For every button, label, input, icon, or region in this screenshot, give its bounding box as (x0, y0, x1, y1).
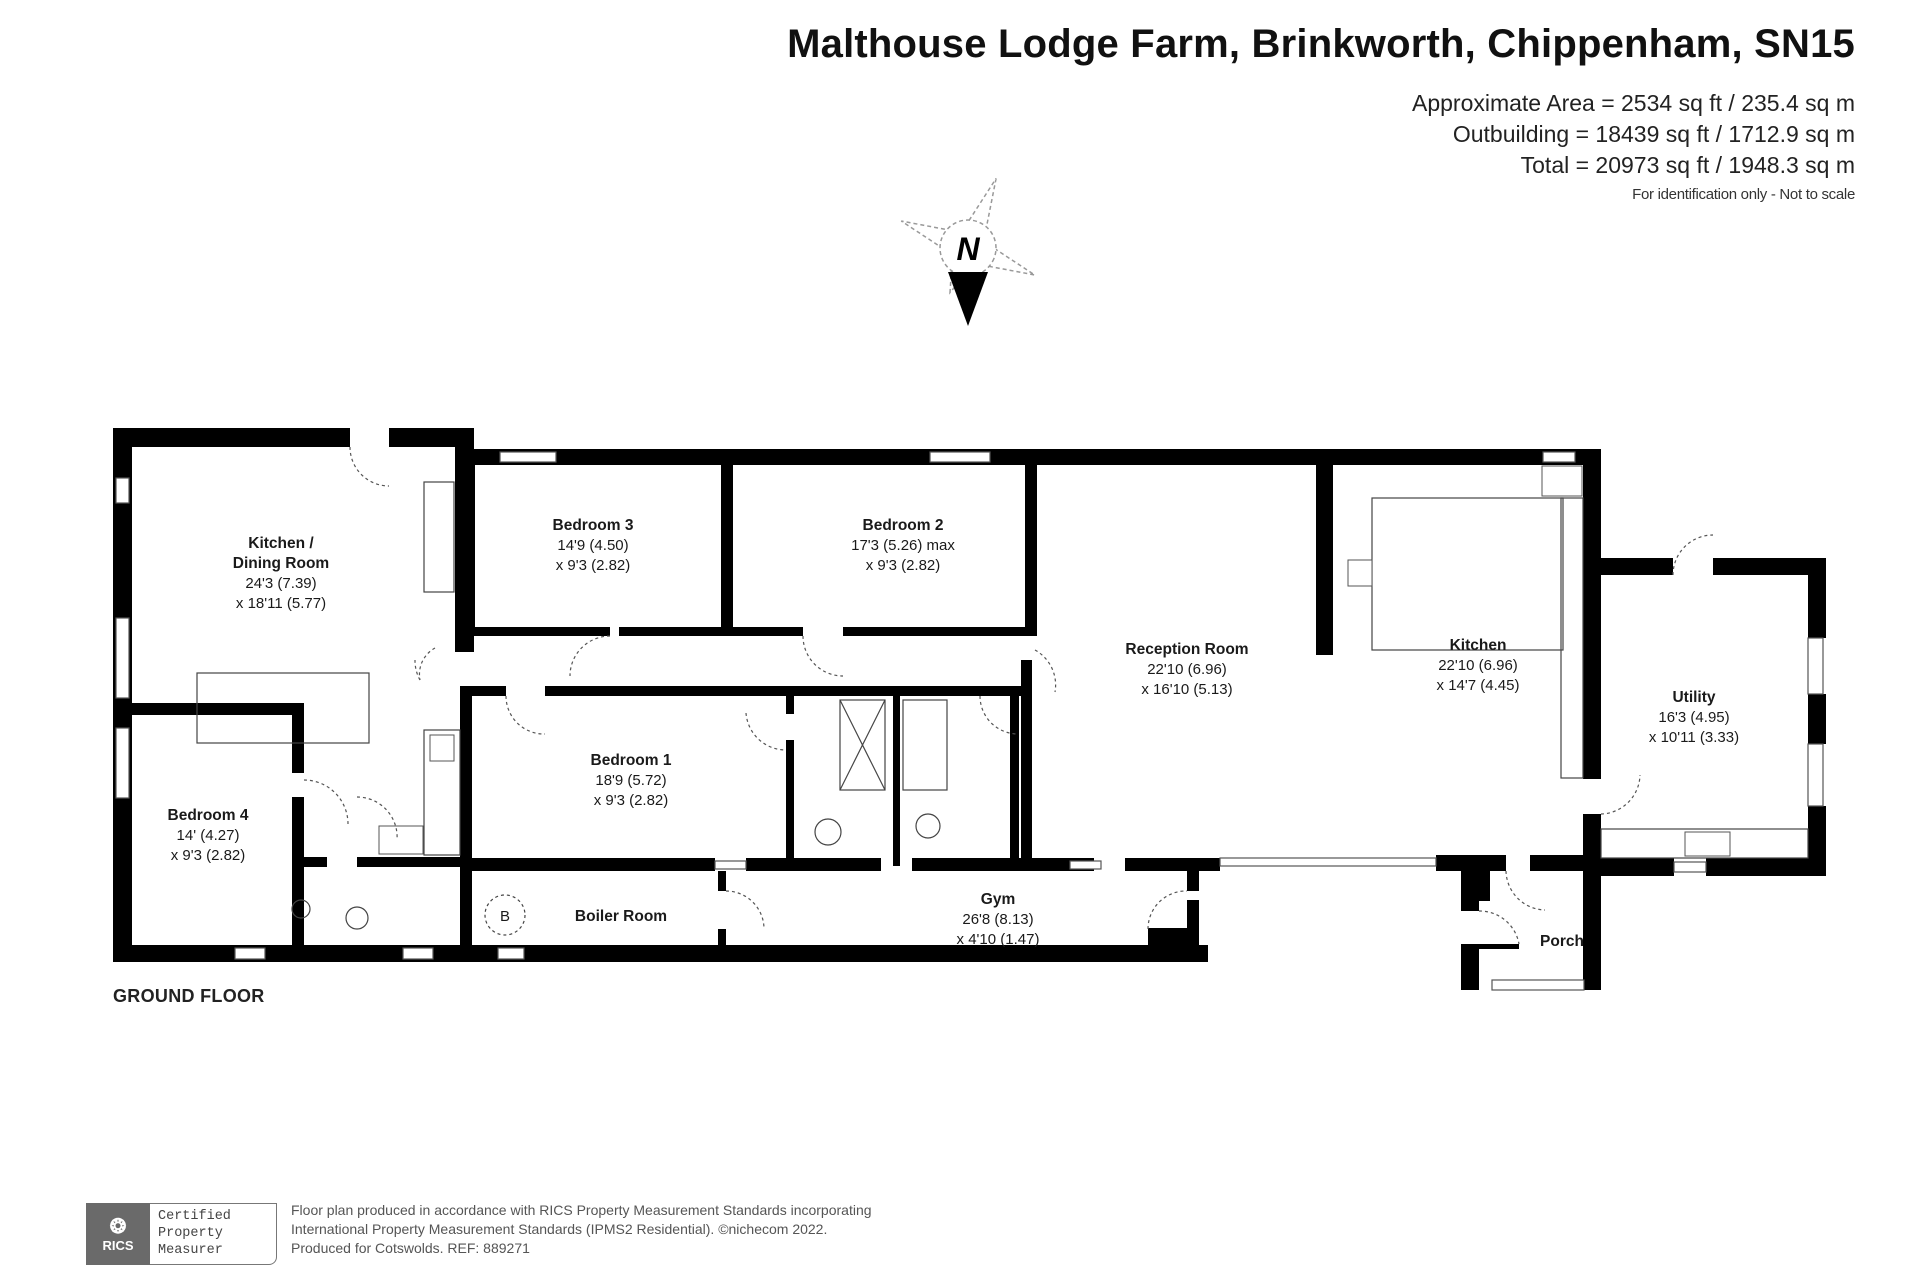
svg-text:22'10 (6.96): 22'10 (6.96) (1147, 661, 1227, 678)
area-summary: Approximate Area = 2534 sq ft / 235.4 sq… (1412, 88, 1855, 206)
svg-text:x 10'11 (3.33): x 10'11 (3.33) (1649, 729, 1739, 746)
north-compass-icon: N (900, 178, 1036, 326)
appliance-icons (378, 465, 1731, 857)
room-boiler: Boiler Room B (500, 908, 667, 925)
total-area: Total = 20973 sq ft / 1948.3 sq m (1520, 152, 1855, 178)
svg-text:x 18'11 (5.77): x 18'11 (5.77) (236, 595, 326, 612)
svg-text:24'3 (7.39): 24'3 (7.39) (245, 575, 316, 592)
certified-measurer-badge: Certified Property Measurer (150, 1203, 277, 1265)
approximate-area: Approximate Area = 2534 sq ft / 235.4 sq… (1411, 90, 1855, 116)
svg-text:17'3 (5.26) max: 17'3 (5.26) max (851, 537, 955, 554)
svg-text:Utility: Utility (1672, 689, 1715, 706)
room-bedroom-1: Bedroom 1 18'9 (5.72) x 9'3 (2.82) (591, 752, 672, 809)
svg-text:Kitchen: Kitchen (1450, 637, 1507, 654)
svg-text:Bedroom 1: Bedroom 1 (591, 752, 672, 769)
svg-text:x 9'3 (2.82): x 9'3 (2.82) (866, 557, 941, 574)
svg-text:26'8 (8.13): 26'8 (8.13) (962, 911, 1033, 928)
door-swings (303, 446, 1714, 945)
windows (115, 451, 1824, 991)
svg-text:Bedroom 3: Bedroom 3 (553, 517, 634, 534)
room-utility: Utility 16'3 (4.95) x 10'11 (3.33) (1649, 689, 1739, 746)
footer: ❂ RICS Certified Property Measurer Floor… (86, 1202, 872, 1265)
svg-text:Bedroom 4: Bedroom 4 (168, 807, 249, 824)
svg-text:16'3 (4.95): 16'3 (4.95) (1658, 709, 1729, 726)
boiler-icon: B (500, 908, 510, 925)
svg-text:Dining Room: Dining Room (233, 555, 329, 572)
svg-text:Kitchen /: Kitchen / (248, 535, 314, 552)
room-kitchen-dining: Kitchen / Dining Room 24'3 (7.39) x 18'1… (233, 535, 329, 612)
room-reception: Reception Room 22'10 (6.96) x 16'10 (5.1… (1125, 641, 1248, 698)
property-title: Malthouse Lodge Farm, Brinkworth, Chippe… (787, 22, 1855, 66)
svg-text:Gym: Gym (981, 891, 1015, 908)
svg-text:x 4'10 (1.47): x 4'10 (1.47) (957, 931, 1040, 948)
svg-text:Reception Room: Reception Room (1125, 641, 1248, 658)
svg-text:x 14'7 (4.45): x 14'7 (4.45) (1437, 677, 1520, 694)
room-bedroom-2: Bedroom 2 17'3 (5.26) max x 9'3 (2.82) (851, 517, 955, 574)
room-bedroom-3: Bedroom 3 14'9 (4.50) x 9'3 (2.82) (553, 517, 634, 574)
rics-globe-icon: ❂ (109, 1215, 127, 1238)
room-gym: Gym 26'8 (8.13) x 4'10 (1.47) (957, 891, 1040, 948)
room-porch: Porch (1540, 933, 1584, 950)
svg-text:x 9'3 (2.82): x 9'3 (2.82) (594, 792, 669, 809)
room-bedroom-4: Bedroom 4 14' (4.27) x 9'3 (2.82) (168, 807, 249, 864)
svg-text:x 9'3 (2.82): x 9'3 (2.82) (171, 847, 246, 864)
svg-text:Porch: Porch (1540, 933, 1584, 950)
rics-logo: ❂ RICS (86, 1203, 150, 1265)
svg-text:Bedroom 2: Bedroom 2 (863, 517, 944, 534)
svg-text:14' (4.27): 14' (4.27) (177, 827, 240, 844)
svg-text:Boiler Room: Boiler Room (575, 908, 667, 925)
scale-disclaimer: For identification only - Not to scale (1632, 186, 1855, 203)
outbuilding-area: Outbuilding = 18439 sq ft / 1712.9 sq m (1452, 121, 1855, 147)
room-kitchen: Kitchen 22'10 (6.96) x 14'7 (4.45) (1437, 637, 1520, 694)
svg-text:14'9 (4.50): 14'9 (4.50) (557, 537, 628, 554)
walls (113, 428, 1826, 990)
svg-text:18'9 (5.72): 18'9 (5.72) (595, 772, 666, 789)
svg-text:x 9'3 (2.82): x 9'3 (2.82) (556, 557, 631, 574)
svg-text:x 16'10 (5.13): x 16'10 (5.13) (1141, 681, 1232, 698)
floor-label: GROUND FLOOR (113, 986, 265, 1006)
svg-text:22'10 (6.96): 22'10 (6.96) (1438, 657, 1518, 674)
footer-disclaimer: Floor plan produced in accordance with R… (291, 1202, 872, 1256)
svg-text:N: N (956, 231, 980, 267)
